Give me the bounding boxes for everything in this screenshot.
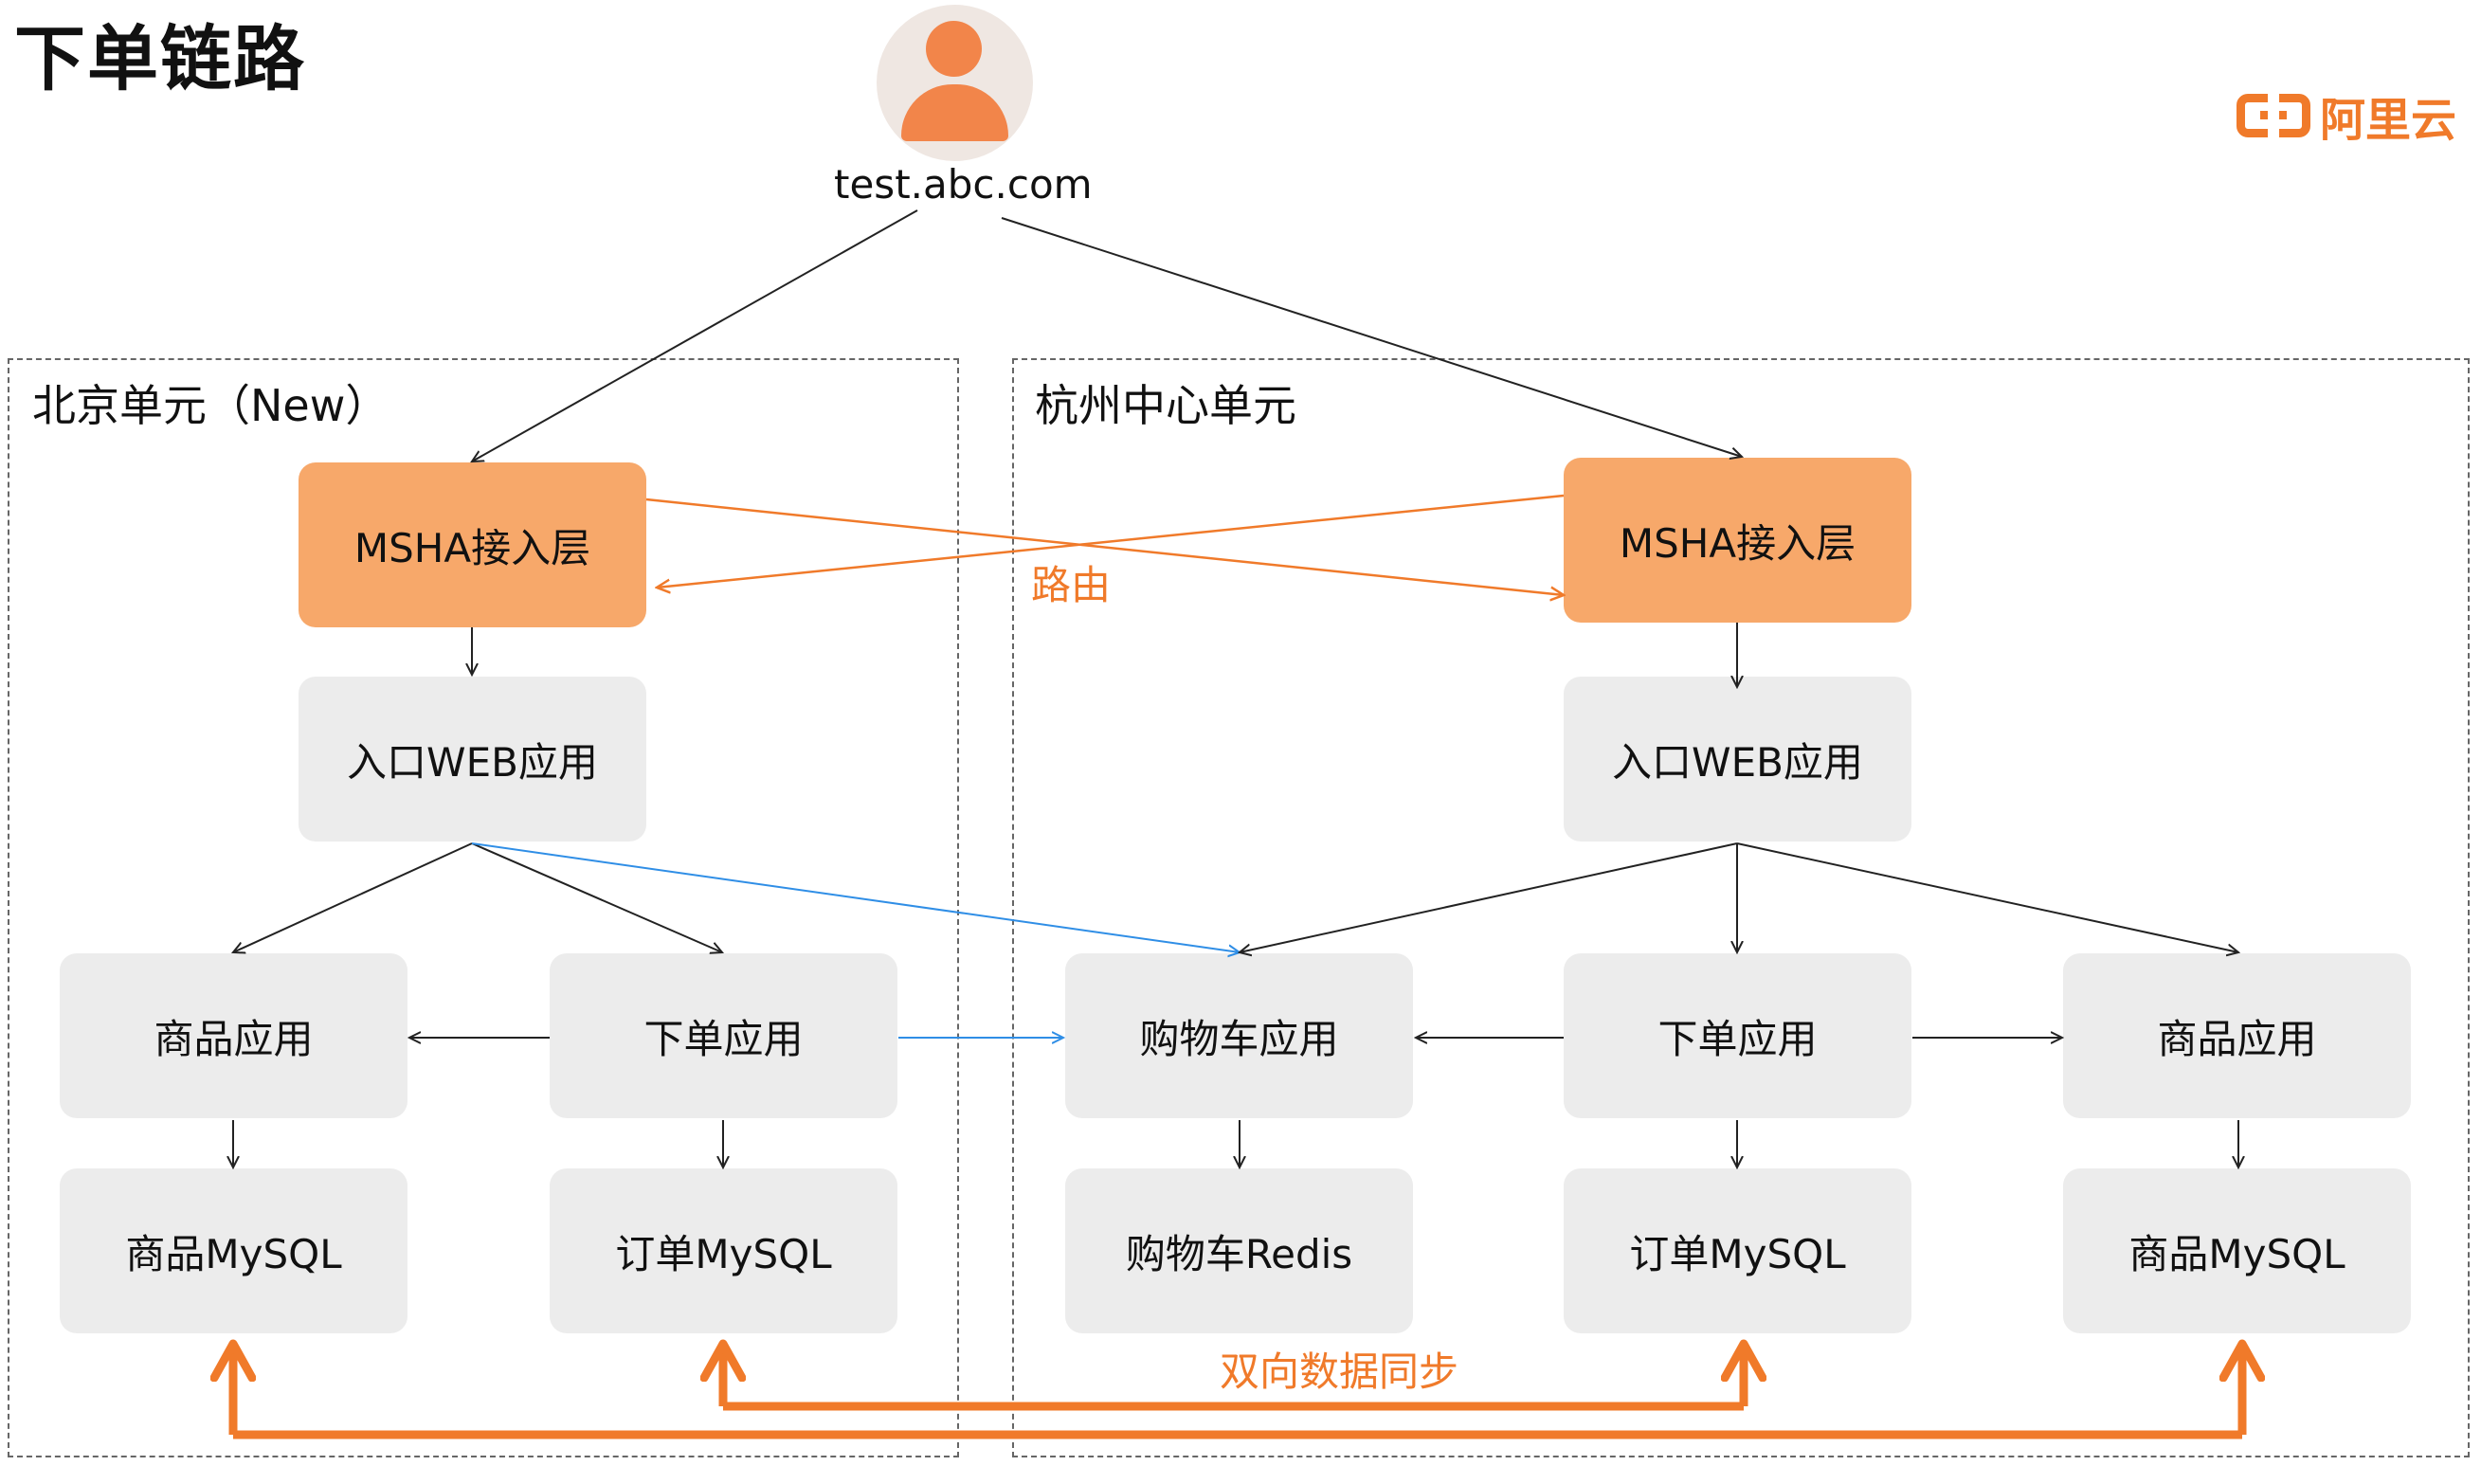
edge-bj-web-to-order-app [471, 842, 722, 952]
aliyun-logo-icon [2237, 94, 2310, 137]
hangzhou-unit-region [1012, 358, 2470, 1457]
hangzhou-cart-app-node: 购物车应用 [1065, 953, 1413, 1118]
edge-route-hz-to-bj [657, 494, 1565, 588]
beijing-order-db-node: 订单MySQL [550, 1168, 897, 1333]
beijing-goods-app-node: 商品应用 [60, 953, 407, 1118]
hangzhou-msha-node: MSHA接入层 [1564, 458, 1911, 623]
beijing-unit-label: 北京单元（New） [32, 380, 389, 431]
hangzhou-goods-app-node: 商品应用 [2063, 953, 2411, 1118]
hangzhou-web-node: 入口WEB应用 [1564, 677, 1911, 842]
edge-hz-web-to-goods-app [1736, 842, 2238, 952]
hangzhou-cart-db-node: 购物车Redis [1065, 1168, 1413, 1333]
beijing-unit-region [8, 358, 959, 1457]
beijing-web-node: 入口WEB应用 [299, 677, 646, 842]
diagram-title: 下单链路 [14, 17, 307, 100]
beijing-order-app-node: 下单应用 [550, 953, 897, 1118]
brand-name: 阿里云 [2320, 94, 2457, 147]
hangzhou-order-app-node: 下单应用 [1564, 953, 1911, 1118]
edge-hz-web-to-cart-app [1240, 842, 1738, 952]
hangzhou-goods-db-node: 商品MySQL [2063, 1168, 2411, 1333]
routing-label: 路由 [1031, 562, 1112, 608]
aliyun-logo: 阿里云 [2237, 87, 2456, 147]
edge-route-bj-to-hz [645, 498, 1564, 595]
hangzhou-order-db-node: 订单MySQL [1564, 1168, 1911, 1333]
hangzhou-unit-label: 杭州中心单元 [1035, 380, 1296, 431]
beijing-goods-db-node: 商品MySQL [60, 1168, 407, 1333]
user-icon-head [926, 21, 982, 77]
beijing-msha-node: MSHA接入层 [299, 462, 646, 627]
user-domain-label: test.abc.com [834, 161, 1093, 208]
edge-bj-web-to-hz-cart [471, 842, 1240, 952]
edge-user-to-hangzhou-msha [1001, 217, 1742, 457]
user-icon [877, 5, 1033, 161]
data-sync-label: 双向数据同步 [1220, 1348, 1459, 1395]
edge-bj-web-to-goods-app [233, 842, 473, 952]
edge-user-to-beijing-msha [472, 209, 918, 461]
